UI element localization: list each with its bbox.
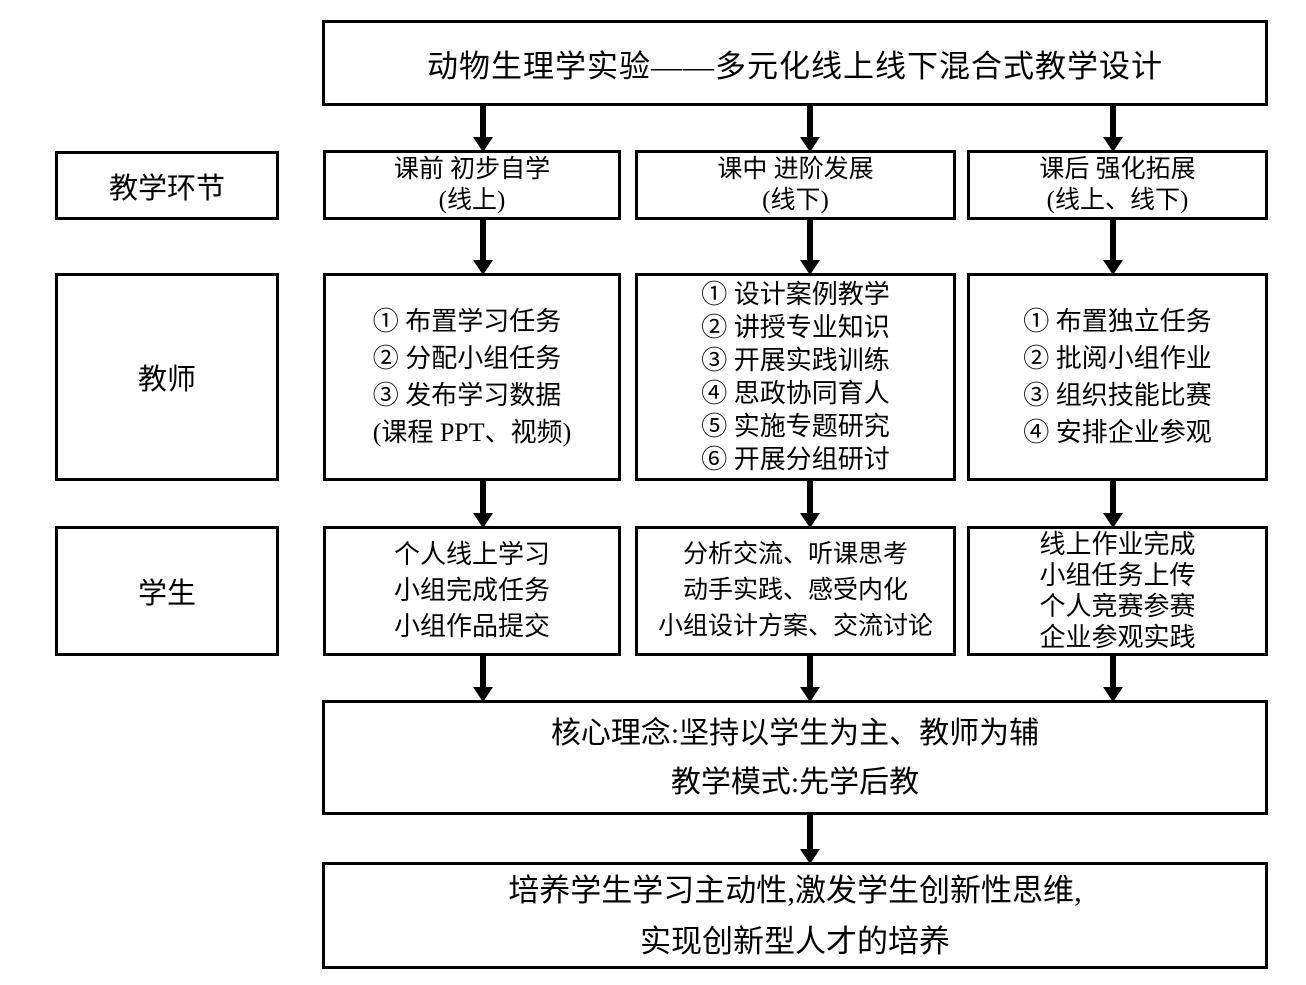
teacher-task: ④ 思政协同育人	[701, 379, 890, 408]
teacher-task: ⑤ 实施专题研究	[701, 412, 890, 441]
phase-name: 课前 初步自学	[393, 156, 551, 183]
phase-mode: (线下)	[762, 187, 829, 214]
arrow-stem	[807, 220, 813, 260]
arrow-head	[800, 849, 820, 864]
student-activity: 企业参观实践	[1039, 623, 1196, 652]
down-arrow	[473, 653, 493, 702]
teacher-task: ② 批阅小组作业	[1023, 344, 1212, 373]
student-activity: 小组设计方案、交流讨论	[657, 613, 933, 640]
arrow-head	[1103, 513, 1123, 528]
teacher-task: ② 讲授专业知识	[701, 313, 890, 342]
arrow-head	[1103, 687, 1123, 702]
arrow-head	[800, 260, 820, 275]
phase-name: 课后 强化拓展	[1039, 156, 1196, 183]
down-arrow	[800, 106, 820, 152]
teacher-task: ③ 发布学习数据	[372, 381, 562, 410]
arrow-stem	[807, 481, 813, 513]
goal-line: 培养学生学习主动性,激发学生创新性思维,	[508, 872, 1082, 908]
phase-mode: (线上)	[438, 187, 506, 214]
teacher-task: ① 布置独立任务	[1023, 307, 1212, 336]
down-arrow	[800, 481, 820, 528]
arrow-stem	[1110, 220, 1116, 260]
arrow-stem	[807, 653, 813, 687]
student-activity: 个人竞赛参赛	[1039, 592, 1196, 621]
arrow-head	[800, 513, 820, 528]
teacher-task: ⑥ 开展分组研讨	[701, 445, 890, 474]
arrow-stem	[480, 106, 486, 137]
teacher-task-list: ① 布置独立任务 ② 批阅小组作业 ③ 组织技能比赛 ④ 安排企业参观	[1023, 303, 1212, 451]
phase-mode: (线上、线下)	[1046, 187, 1189, 214]
teacher-tasks-precourse-box: ① 布置学习任务 ② 分配小组任务 ③ 发布学习数据 (课程 PPT、视频)	[323, 273, 621, 481]
teacher-task: ③ 组织技能比赛	[1023, 381, 1212, 410]
arrow-head	[473, 687, 493, 702]
row-label-stage: 教学环节	[108, 172, 225, 205]
goal-line: 实现创新型人才的培养	[640, 923, 950, 959]
row-label-teacher-box: 教师	[55, 273, 279, 481]
row-label-stage-box: 教学环节	[55, 151, 279, 220]
student-activity: 动手实践、感受内化	[682, 577, 908, 604]
arrow-head	[473, 513, 493, 528]
core-concept-line: 教学模式:先学后教	[670, 765, 920, 799]
title-box: 动物生理学实验——多元化线上线下混合式教学设计	[322, 20, 1268, 106]
arrow-stem	[480, 220, 486, 260]
student-activity: 小组完成任务	[393, 576, 550, 605]
teacher-task-list: ① 设计案例教学 ② 讲授专业知识 ③ 开展实践训练 ④ 思政协同育人 ⑤ 实施…	[701, 278, 890, 476]
down-arrow	[473, 481, 493, 528]
student-activities-precourse-box: 个人线上学习 小组完成任务 小组作品提交	[323, 526, 621, 656]
arrow-head	[473, 137, 493, 152]
teacher-task-list: ① 布置学习任务 ② 分配小组任务 ③ 发布学习数据 (课程 PPT、视频)	[373, 303, 572, 451]
student-activities-incourse-box: 分析交流、听课思考 动手实践、感受内化 小组设计方案、交流讨论	[635, 526, 956, 656]
arrow-head	[800, 137, 820, 152]
phase-box-incourse: 课中 进阶发展 (线下)	[635, 150, 956, 220]
row-label-student-box: 学生	[55, 526, 279, 656]
student-activity: 线上作业完成	[1039, 530, 1196, 559]
teacher-task: ④ 安排企业参观	[1023, 418, 1212, 447]
arrow-stem	[1110, 481, 1116, 513]
phase-box-precourse: 课前 初步自学 (线上)	[323, 150, 621, 220]
down-arrow	[473, 106, 493, 152]
row-label-student: 学生	[137, 578, 196, 610]
teacher-tasks-incourse-box: ① 设计案例教学 ② 讲授专业知识 ③ 开展实践训练 ④ 思政协同育人 ⑤ 实施…	[635, 273, 956, 481]
down-arrow	[800, 815, 820, 864]
arrow-stem	[480, 653, 486, 687]
teacher-task: ① 布置学习任务	[372, 307, 562, 336]
student-activity: 小组任务上传	[1039, 561, 1196, 590]
down-arrow	[1103, 481, 1123, 528]
student-activity: 小组作品提交	[393, 612, 550, 641]
student-activity: 个人线上学习	[393, 540, 550, 569]
teacher-task-note: (课程 PPT、视频)	[372, 418, 572, 447]
diagram-title: 动物生理学实验——多元化线上线下混合式教学设计	[427, 48, 1163, 84]
arrow-stem	[807, 106, 813, 137]
arrow-stem	[1110, 653, 1116, 687]
student-activities-postcourse-box: 线上作业完成 小组任务上传 个人竞赛参赛 企业参观实践	[967, 526, 1268, 656]
down-arrow	[473, 220, 493, 275]
core-concept-line: 核心理念:坚持以学生为主、教师为辅	[550, 716, 1040, 750]
arrow-stem	[1110, 106, 1116, 137]
teacher-task: ① 设计案例教学	[701, 280, 890, 309]
down-arrow	[1103, 106, 1123, 152]
phase-box-postcourse: 课后 强化拓展 (线上、线下)	[967, 150, 1268, 220]
arrow-head	[1103, 260, 1123, 275]
down-arrow	[1103, 220, 1123, 275]
arrow-head	[473, 260, 493, 275]
teacher-task: ② 分配小组任务	[372, 344, 562, 373]
arrow-stem	[807, 815, 813, 849]
phase-name: 课中 进阶发展	[717, 156, 874, 183]
student-activity: 分析交流、听课思考	[682, 541, 908, 568]
arrow-head	[1103, 137, 1123, 152]
goal-box: 培养学生学习主动性,激发学生创新性思维, 实现创新型人才的培养	[322, 862, 1268, 969]
down-arrow	[1103, 653, 1123, 702]
row-label-teacher: 教师	[137, 364, 196, 396]
arrow-stem	[480, 481, 486, 513]
down-arrow	[800, 653, 820, 702]
core-concept-box: 核心理念:坚持以学生为主、教师为辅 教学模式:先学后教	[322, 700, 1268, 815]
teacher-task: ③ 开展实践训练	[701, 346, 890, 375]
teacher-tasks-postcourse-box: ① 布置独立任务 ② 批阅小组作业 ③ 组织技能比赛 ④ 安排企业参观	[967, 273, 1268, 481]
arrow-head	[800, 687, 820, 702]
down-arrow	[800, 220, 820, 275]
